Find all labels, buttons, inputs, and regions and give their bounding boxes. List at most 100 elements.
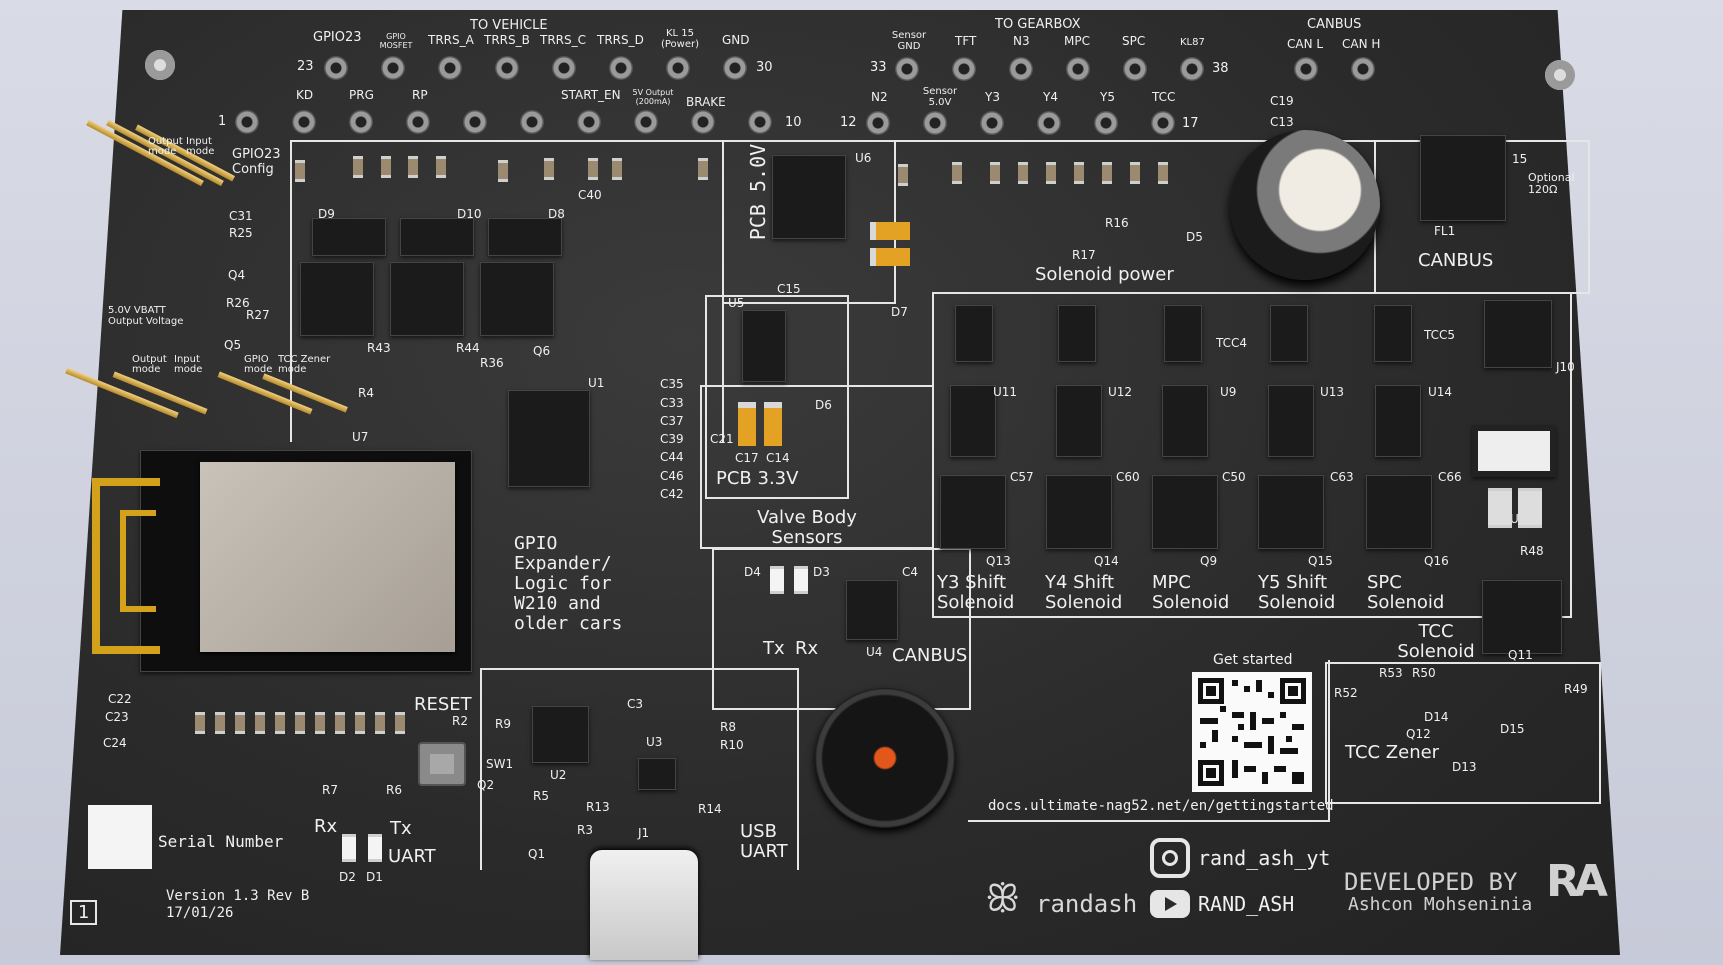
mosfet-q3[interactable] [390,262,464,336]
connector-pad[interactable] [691,110,715,134]
mosfet-q13[interactable] [940,475,1006,549]
reset-button[interactable] [418,742,466,786]
capacitor[interactable] [355,712,365,734]
connector-pad[interactable] [666,56,690,80]
capacitor[interactable] [1102,162,1112,184]
capacitor[interactable] [295,712,305,734]
connector-pad[interactable] [1094,111,1118,135]
filter-fl1[interactable] [1420,135,1506,221]
ic-u3[interactable] [638,758,676,790]
capacitor[interactable] [1018,162,1028,184]
connector-pad[interactable] [406,110,430,134]
connector-pad[interactable] [495,56,519,80]
capacitor[interactable] [275,712,285,734]
mosfet-q11[interactable] [1482,580,1562,654]
capacitor[interactable] [498,160,508,182]
connector-pad[interactable] [952,57,976,81]
led[interactable] [794,566,808,594]
connector-pad[interactable] [292,110,316,134]
connector-pad[interactable] [381,56,405,80]
capacitor[interactable] [436,156,446,178]
connector-pad[interactable] [723,56,747,80]
led[interactable] [368,834,382,862]
ic-u1[interactable] [508,390,590,487]
connector-pad[interactable] [748,110,772,134]
shunt-u12[interactable] [1056,385,1102,457]
capacitor[interactable] [544,158,554,180]
capacitor[interactable] [952,162,962,184]
mosfet-q6[interactable] [480,262,554,336]
capacitor[interactable] [235,712,245,734]
capacitor[interactable] [1130,162,1140,184]
capacitor[interactable] [335,712,345,734]
ic-u2[interactable] [532,706,589,763]
solenoid-diode-d16[interactable] [955,305,993,362]
connector-pad[interactable] [895,57,919,81]
connector-pad[interactable] [1294,57,1318,81]
connector-pad[interactable] [324,56,348,80]
capacitor[interactable] [353,156,363,178]
qr-code[interactable] [1192,672,1312,792]
tantalum-capacitor[interactable] [738,402,756,446]
capacitor[interactable] [1488,488,1512,528]
mosfet-q15[interactable] [1258,475,1324,549]
tantalum-capacitor[interactable] [764,402,782,446]
connector-pad[interactable] [235,110,259,134]
connector-pad[interactable] [1123,57,1147,81]
usb-c-port[interactable] [590,850,698,960]
connector-pad[interactable] [520,110,544,134]
diode-d12[interactable] [1484,300,1552,368]
capacitor[interactable] [612,158,622,180]
connector-pad[interactable] [1066,57,1090,81]
diode-d9[interactable] [312,218,386,256]
solenoid-diode-d18[interactable] [1270,305,1308,362]
capacitor[interactable] [1074,162,1084,184]
capacitor[interactable] [215,712,225,734]
capacitor[interactable] [588,158,598,180]
ic-u5[interactable] [742,310,786,382]
capacitor[interactable] [395,712,405,734]
capacitor[interactable] [990,162,1000,184]
capacitor[interactable] [381,156,391,178]
mosfet-q9[interactable] [1152,475,1218,549]
connector-pad[interactable] [634,110,658,134]
connector-pad[interactable] [1037,111,1061,135]
mosfet-q16[interactable] [1366,475,1432,549]
diode-d8[interactable] [488,218,562,256]
capacitor[interactable] [255,712,265,734]
shunt-u13[interactable] [1268,385,1314,457]
solenoid-diode-d11[interactable] [1164,305,1202,362]
capacitor[interactable] [375,712,385,734]
diode-d10[interactable] [400,218,474,256]
tantalum-capacitor[interactable] [870,222,910,240]
connector-pad[interactable] [1151,111,1175,135]
led[interactable] [342,834,356,862]
capacitor[interactable] [698,158,708,180]
capacitor[interactable] [1518,488,1542,528]
connector-pad[interactable] [1351,57,1375,81]
resistor-r47[interactable] [1472,425,1556,477]
capacitor[interactable] [898,164,908,186]
capacitor[interactable] [315,712,325,734]
connector-pad[interactable] [438,56,462,80]
connector-pad[interactable] [866,111,890,135]
solenoid-diode-d19[interactable] [1374,305,1412,362]
connector-pad[interactable] [577,110,601,134]
connector-pad[interactable] [609,56,633,80]
connector-pad[interactable] [463,110,487,134]
shunt-u14[interactable] [1375,385,1421,457]
connector-pad[interactable] [980,111,1004,135]
capacitor[interactable] [1046,162,1056,184]
ic-u6-regulator[interactable] [772,155,846,239]
connector-pad[interactable] [349,110,373,134]
capacitor[interactable] [195,712,205,734]
shunt-u9[interactable] [1162,385,1208,457]
mosfet-q7[interactable] [300,262,374,336]
led[interactable] [770,566,784,594]
ic-u4[interactable] [846,580,898,640]
electrolytic-capacitor[interactable] [1230,130,1380,280]
shunt-u11[interactable] [950,385,996,457]
connector-pad[interactable] [1009,57,1033,81]
tantalum-capacitor[interactable] [870,248,910,266]
connector-pad[interactable] [923,111,947,135]
